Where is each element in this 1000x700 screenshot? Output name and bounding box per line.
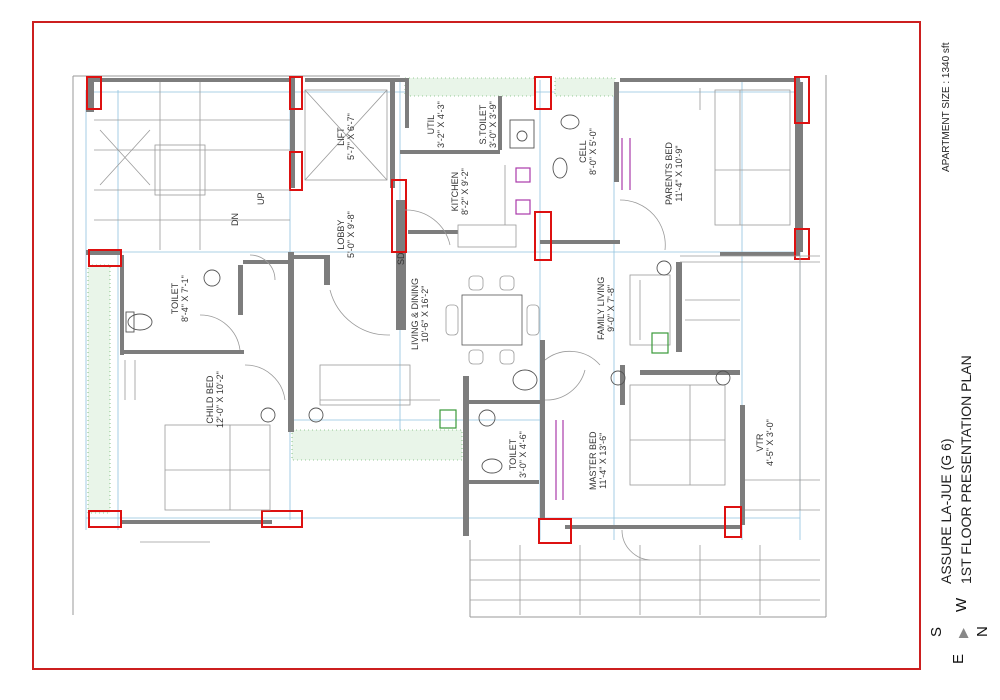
room-master-bed: MASTER BED 11'-4" X 13'-6" [588,431,608,490]
room-vtr-name: VTR [755,433,765,452]
stair-dn-label: DN [230,213,240,226]
room-cell-size: 8'-0" X 5'-0" [588,128,598,175]
room-family-living: FAMILY LIVING 9'-0" X 7'-8" [596,277,616,340]
project-title: ASSURE LA-JUE (G 6) [938,438,954,584]
room-service-toilet-size: 3'-0" X 3'-9" [488,101,498,148]
room-lobby: LOBBY 5'-0" X 9'-8" [336,211,356,258]
room-sd: SD [396,252,406,265]
kitchen-accents [515,138,631,500]
room-service-toilet: S.TOILET 3'-0" X 3'-9" [478,101,498,148]
room-living-dining-name: LIVING & DINING [410,277,420,350]
room-lift-name: LIFT [336,127,346,146]
room-kitchen-size: 8'-2" X 9'-2" [460,168,470,215]
compass-arrow-icon: ▶ [955,628,970,638]
room-service-toilet-name: S.TOILET [478,104,488,145]
room-master-bed-size: 11'-4" X 13'-6" [598,432,608,489]
room-parents-bed-size: 11'-4" X 10'-9" [674,145,684,202]
room-utility: UTIL 3'-2" X 4'-3" [426,101,446,148]
room-toilet-1-name: TOILET [170,282,180,315]
room-sd-name: SD [396,252,406,265]
stair-up-label: UP [256,192,266,205]
room-family-living-name: FAMILY LIVING [596,276,606,340]
plan-title: 1ST FLOOR PRESENTATION PLAN [958,355,974,584]
sheet-border [32,21,921,670]
room-lobby-name: LOBBY [336,219,346,250]
room-cell: CELL 8'-0" X 5'-0" [578,128,598,175]
room-kitchen-name: KITCHEN [450,171,460,212]
room-toilet-2-size: 3'-0" X 4'-6" [518,431,528,478]
compass-e: E [950,653,967,664]
apartment-size-note: APARTMENT SIZE : 1340 sft [941,42,952,173]
stair-dn: DN [230,213,240,226]
room-lobby-size: 5'-0" X 9'-8" [346,211,356,258]
room-toilet-1-size: 8'-4" X 7'-1" [180,275,190,322]
room-child-bed-size: 12'-0" X 10'-2" [215,371,225,428]
construction-grid [85,80,801,540]
room-family-living-size: 9'-0" X 7'-8" [606,284,616,332]
room-utility-size: 3'-2" X 4'-3" [436,101,446,148]
site-boundary [72,75,827,618]
room-toilet-2-name: TOILET [508,438,518,471]
room-details [94,82,820,615]
structural-columns [86,76,810,544]
room-toilet-2: TOILET 3'-0" X 4'-6" [508,431,528,478]
room-lift-size: 5'-7" X 6'-7" [346,113,356,160]
room-utility-name: UTIL [426,114,436,135]
room-cell-name: CELL [578,140,588,163]
compass-n: N [974,626,991,637]
room-parents-bed-name: PARENTS BED [664,142,674,205]
room-living-dining-size: 10'-6" X 16'-2" [420,285,430,343]
room-master-bed-name: MASTER BED [588,431,598,490]
walls [86,78,803,536]
compass-s: S [928,626,945,637]
room-vtr-size: 4'-5" X 3'-0" [765,419,775,466]
room-lift: LIFT 5'-7" X 6'-7" [336,113,356,160]
compass-w: W [953,597,970,612]
room-child-bed: CHILD BED 12'-0" X 10'-2" [205,371,225,428]
sanitary-fixtures [125,114,731,474]
stair-up: UP [256,192,266,205]
room-parents-bed: PARENTS BED 11'-4" X 10'-9" [664,142,684,205]
room-child-bed-name: CHILD BED [205,375,215,424]
room-toilet-1: TOILET 8'-4" X 7'-1" [170,275,190,322]
room-kitchen: KITCHEN 8'-2" X 9'-2" [450,168,470,215]
planters [439,332,669,429]
room-living-dining: LIVING & DINING 10'-6" X 16'-2" [410,278,430,350]
landscape-strips [87,77,616,514]
room-vtr: VTR 4'-5" X 3'-0" [755,419,775,466]
